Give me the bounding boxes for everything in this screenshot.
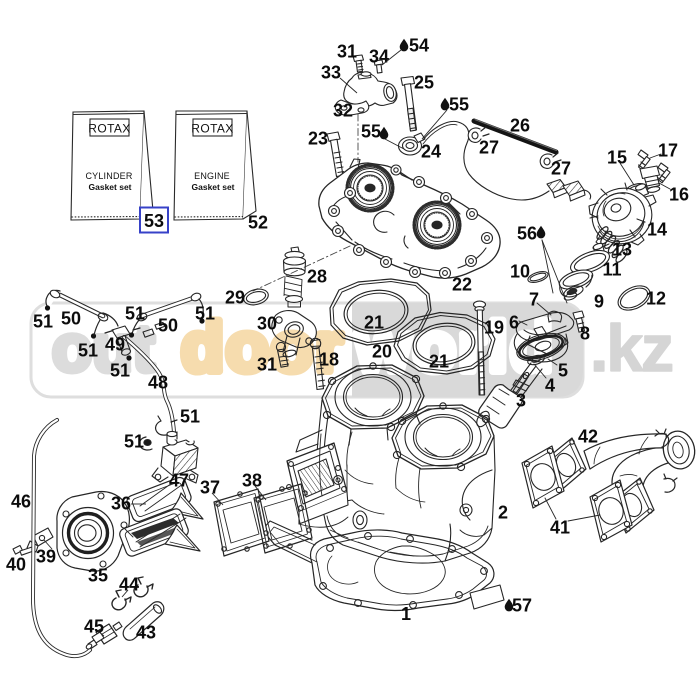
svg-text:CYLINDER: CYLINDER bbox=[85, 171, 132, 181]
svg-text:51: 51 bbox=[78, 341, 98, 361]
svg-text:47: 47 bbox=[169, 471, 189, 491]
svg-text:23: 23 bbox=[308, 129, 328, 149]
svg-text:42: 42 bbox=[578, 427, 598, 447]
svg-text:55: 55 bbox=[361, 122, 381, 142]
svg-text:2: 2 bbox=[498, 503, 508, 523]
svg-text:5: 5 bbox=[558, 361, 568, 381]
svg-text:28: 28 bbox=[307, 267, 327, 287]
svg-text:.kz: .kz bbox=[590, 311, 672, 385]
svg-text:20: 20 bbox=[372, 342, 392, 362]
svg-text:52: 52 bbox=[248, 213, 268, 233]
svg-text:53: 53 bbox=[144, 211, 164, 231]
svg-text:51: 51 bbox=[195, 304, 215, 324]
svg-text:50: 50 bbox=[61, 309, 81, 329]
svg-text:22: 22 bbox=[452, 275, 472, 295]
svg-text:15: 15 bbox=[607, 148, 627, 168]
svg-text:51: 51 bbox=[180, 407, 200, 427]
svg-text:56: 56 bbox=[517, 224, 537, 244]
svg-text:19: 19 bbox=[484, 318, 504, 338]
svg-text:27: 27 bbox=[479, 138, 499, 158]
svg-text:55: 55 bbox=[449, 95, 469, 115]
svg-text:ROTAX: ROTAX bbox=[88, 122, 130, 136]
svg-text:21: 21 bbox=[364, 313, 384, 333]
svg-text:Gasket set: Gasket set bbox=[192, 182, 235, 192]
svg-text:6: 6 bbox=[509, 313, 519, 333]
svg-text:30: 30 bbox=[257, 314, 277, 334]
svg-text:38: 38 bbox=[242, 471, 262, 491]
svg-text:10: 10 bbox=[510, 262, 530, 282]
svg-text:14: 14 bbox=[647, 220, 667, 240]
svg-text:31: 31 bbox=[257, 355, 277, 375]
svg-text:11: 11 bbox=[602, 260, 621, 280]
svg-text:39: 39 bbox=[36, 547, 56, 567]
svg-text:9: 9 bbox=[594, 292, 604, 312]
svg-text:17: 17 bbox=[658, 141, 678, 161]
svg-text:21: 21 bbox=[429, 352, 449, 372]
svg-text:36: 36 bbox=[111, 494, 131, 514]
svg-text:37: 37 bbox=[200, 478, 220, 498]
svg-text:49: 49 bbox=[105, 335, 125, 355]
svg-text:Gasket set: Gasket set bbox=[89, 182, 132, 192]
svg-text:27: 27 bbox=[551, 159, 571, 179]
svg-text:13: 13 bbox=[612, 240, 632, 260]
svg-text:43: 43 bbox=[136, 623, 156, 643]
svg-text:41: 41 bbox=[550, 518, 570, 538]
svg-text:ROTAX: ROTAX bbox=[191, 122, 233, 136]
svg-text:51: 51 bbox=[33, 312, 53, 332]
svg-text:34: 34 bbox=[369, 47, 389, 67]
svg-text:29: 29 bbox=[225, 288, 245, 308]
svg-text:32: 32 bbox=[333, 101, 353, 121]
svg-text:51: 51 bbox=[110, 361, 130, 381]
svg-text:26: 26 bbox=[510, 116, 530, 136]
svg-text:44: 44 bbox=[119, 575, 139, 595]
svg-text:3: 3 bbox=[516, 391, 526, 411]
svg-text:57: 57 bbox=[512, 596, 532, 616]
svg-text:31: 31 bbox=[337, 42, 357, 62]
svg-text:7: 7 bbox=[529, 290, 539, 310]
svg-text:16: 16 bbox=[669, 185, 689, 205]
svg-text:54: 54 bbox=[409, 36, 429, 56]
svg-text:12: 12 bbox=[646, 289, 666, 309]
svg-text:48: 48 bbox=[148, 373, 168, 393]
svg-text:8: 8 bbox=[580, 324, 590, 344]
svg-text:50: 50 bbox=[158, 316, 178, 336]
svg-text:25: 25 bbox=[414, 73, 434, 93]
svg-text:51: 51 bbox=[125, 304, 145, 324]
svg-text:40: 40 bbox=[6, 555, 26, 575]
svg-text:51: 51 bbox=[124, 432, 144, 452]
svg-text:4: 4 bbox=[545, 376, 555, 396]
svg-text:46: 46 bbox=[11, 492, 31, 512]
svg-text:18: 18 bbox=[319, 350, 339, 370]
svg-text:1: 1 bbox=[401, 604, 411, 624]
svg-text:33: 33 bbox=[321, 63, 341, 83]
svg-text:ENGINE: ENGINE bbox=[194, 171, 230, 181]
svg-text:24: 24 bbox=[421, 142, 441, 162]
svg-text:35: 35 bbox=[88, 566, 108, 586]
